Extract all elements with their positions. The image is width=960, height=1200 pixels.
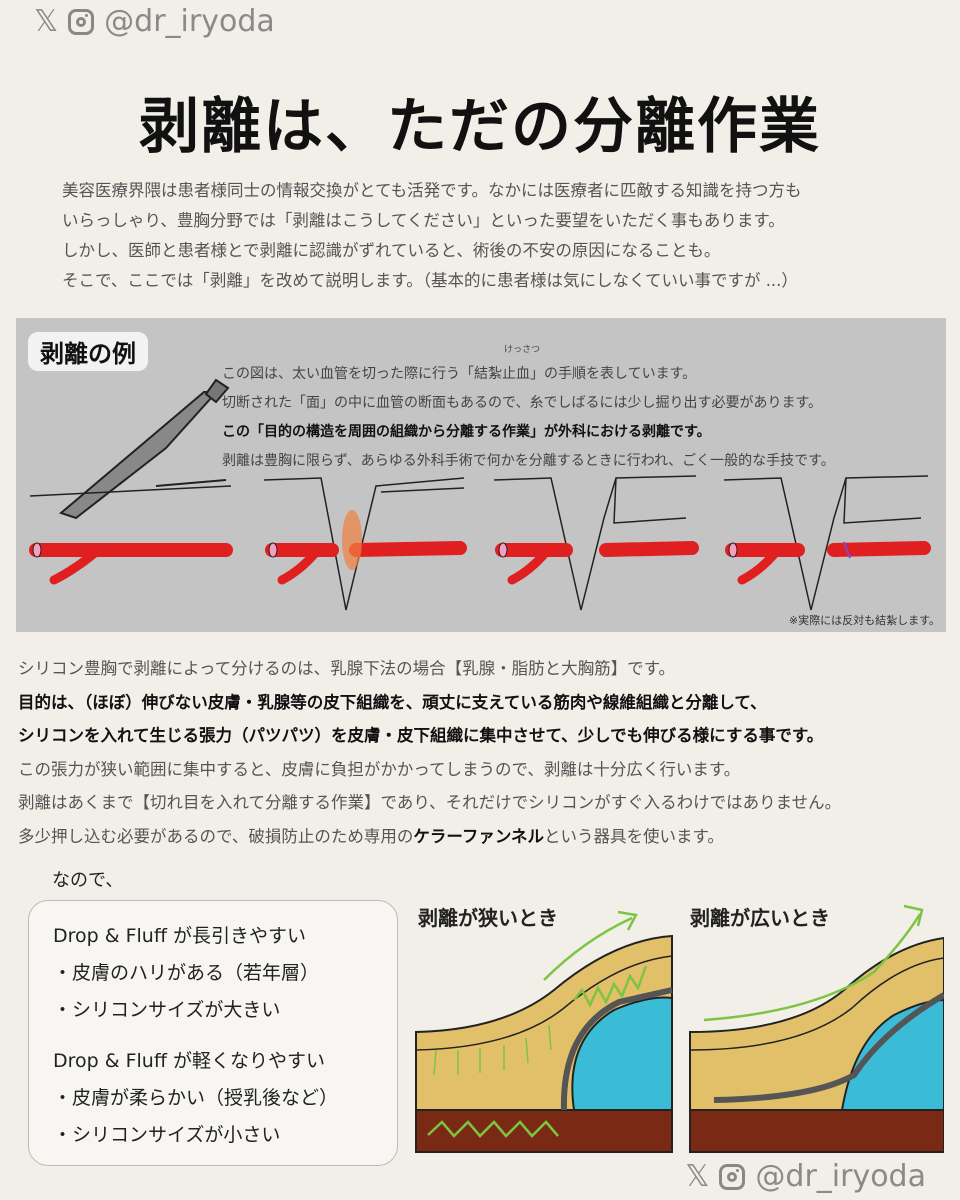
body-line-emphasis: シリコンを入れて生じる張力（パツパツ）を皮膚・皮下組織に集中させて、少しでも伸び… — [18, 726, 824, 745]
scalpel-icon — [58, 378, 230, 520]
panel-line: この図は、太い血管を切った際に行う「結紮止血」の手順を表しています。 — [222, 366, 697, 382]
summary-item: ・皮膚のハリがある（若年層） — [53, 962, 320, 984]
intro-line: 美容医療界隈は患者様同士の情報交換がとても活発です。なかには医療者に匹敵する知識… — [62, 181, 802, 200]
body-line-emphasis: 目的は、（ほぼ）伸びない皮膚・乳腺等の皮下組織を、頑丈に支えている筋肉や線維組織… — [18, 692, 767, 712]
intro-line: いらっしゃり、豊胸分野では「剥離はこうしてください」といった要望をいただく事もあ… — [62, 211, 785, 230]
intro-line: そこで、ここでは「剥離」を改めて説明します。（基本的に患者様は気にしなくていい事… — [62, 271, 798, 290]
panel-line: 切断された「面」の中に血管の断面もあるので、糸でしばるには少し掘り出す必要があり… — [222, 395, 823, 411]
summary-item: ・シリコンサイズが大きい — [53, 999, 281, 1021]
body-line: 剥離はあくまで【切れ目を入れて分離する作業】であり、それだけでシリコンがすぐ入る… — [18, 793, 842, 812]
summary-box: Drop & Fluff が長引きやすい ・皮膚のハリがある（若年層） ・シリコ… — [28, 900, 398, 1166]
intro-paragraph: 美容医療界隈は患者様同士の情報交換がとても活発です。なかには医療者に匹敵する知識… — [62, 176, 932, 296]
footer-social-handle: 𝕏 @dr_iryoda — [685, 1159, 926, 1194]
body-line: 多少押し込む必要があるので、破損防止のため専用のケラーファンネルという器具を使い… — [18, 820, 948, 854]
body-line: この張力が狭い範囲に集中すると、皮膚に負担がかかってしまうので、剥離は十分広く行… — [18, 759, 741, 779]
panel-line-emphasis: この「目的の構造を周囲の組織から分離する作業」が外科における剥離です。 — [222, 424, 711, 440]
body-text-segment: 多少押し込む必要があるので、破損防止のため専用の — [18, 826, 414, 846]
handle-text: @dr_iryoda — [104, 4, 275, 39]
ruby-reading: けっさつ — [504, 345, 541, 355]
panel-line: 剥離は豊胸に限らず、あらゆる外科手術で何かを分離するときに行われ、ごく一般的な手… — [222, 453, 835, 469]
stage-3-exposed-vessel — [493, 475, 699, 611]
stage-4-ligated-vessel — [723, 475, 931, 611]
narrow-dissection-diagram — [415, 910, 673, 1153]
stage-2-incision — [263, 477, 467, 611]
panel-footnote: ※実際には反対も結紮します。 — [788, 614, 940, 627]
body-line: シリコン豊胸で剥離によって分けるのは、乳腺下法の場合【乳腺・脂肪と大胸筋】です。 — [18, 659, 676, 678]
x-logo-icon: 𝕏 — [34, 4, 59, 39]
summary-heading: Drop & Fluff が軽くなりやすい — [53, 1050, 325, 1072]
intro-line: しかし、医師と患者様とで剥離に認識がずれていると、術後の不安の原因になることも。 — [62, 241, 721, 260]
instagram-icon — [68, 8, 95, 35]
body-text-segment: という器具を使います。 — [544, 826, 724, 846]
tension-comparison-diagram — [415, 904, 944, 1153]
wide-dissection-diagram — [689, 904, 944, 1153]
summary-item: ・シリコンサイズが小さい — [53, 1124, 281, 1146]
dissection-illustration — [29, 378, 931, 611]
wide-dissection-label: 剥離が広いとき — [690, 906, 830, 930]
header-social-handle: 𝕏 @dr_iryoda — [34, 4, 275, 39]
handle-text: @dr_iryoda — [755, 1159, 926, 1194]
conclusion-lead: なので、 — [52, 870, 124, 891]
keller-funnel-term: ケラーファンネル — [413, 826, 545, 846]
narrow-dissection-label: 剥離が狭いとき — [418, 906, 558, 930]
panel-label: 剥離の例 — [28, 332, 148, 371]
dissection-example-panel: 剥離の例 けっさつ この図は、太い血管を切った際に行う「結紮止血」の手順を表して… — [16, 318, 946, 632]
summary-item: ・皮膚が柔らかい（授乳後など） — [53, 1087, 339, 1109]
panel-description: この図は、太い血管を切った際に行う「結紮止血」の手順を表しています。 切断された… — [222, 360, 835, 476]
body-paragraph: シリコン豊胸で剥離によって分けるのは、乳腺下法の場合【乳腺・脂肪と大胸筋】です。… — [18, 652, 948, 853]
page-title: 剥離は、ただの分離作業 — [139, 92, 821, 162]
summary-heading: Drop & Fluff が長引きやすい — [53, 925, 306, 947]
instagram-icon — [719, 1163, 746, 1190]
stage-1-intact-vessel — [29, 485, 233, 585]
x-logo-icon: 𝕏 — [685, 1159, 710, 1194]
